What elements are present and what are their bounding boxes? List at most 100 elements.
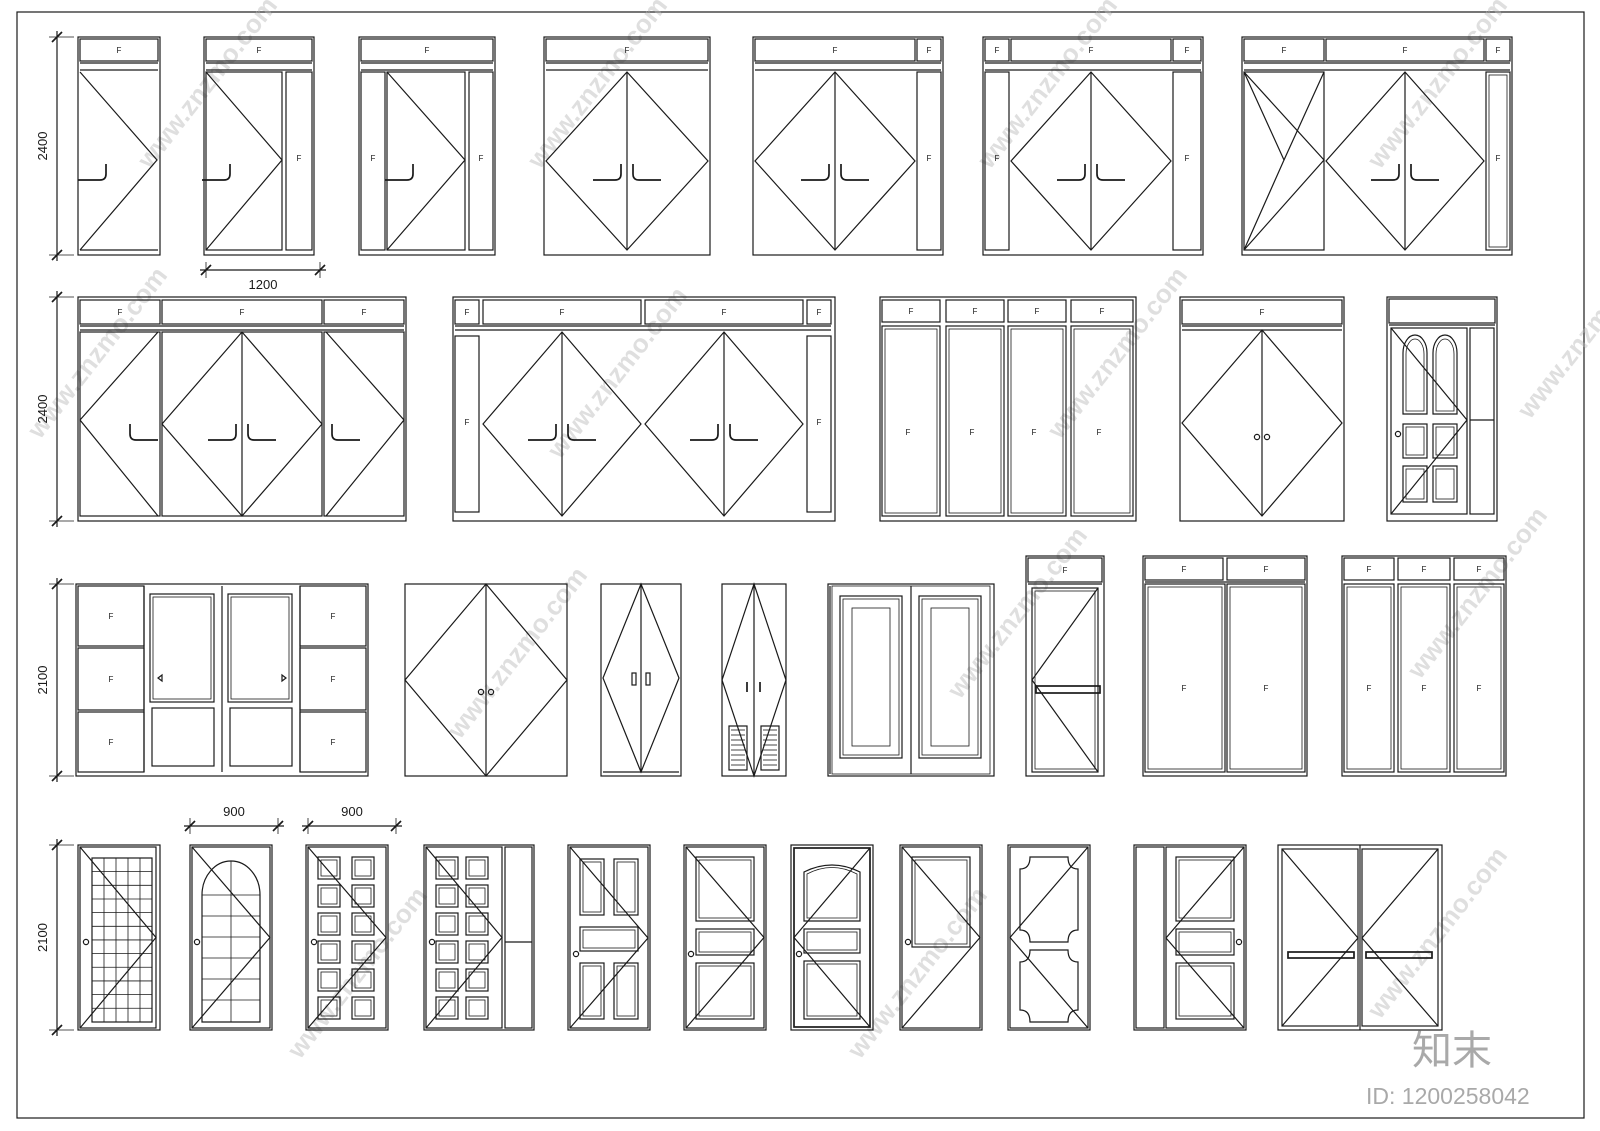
swing-line <box>1361 848 1439 1027</box>
panel-mark-f: F <box>117 46 122 55</box>
frame-rect <box>839 595 903 759</box>
frame-rect <box>806 299 832 325</box>
panel-mark-f: F <box>1035 307 1040 316</box>
panel-mark-f: F <box>331 612 336 621</box>
swing-line <box>545 71 709 251</box>
door-r2-5 <box>1386 296 1498 522</box>
frame-rect <box>1241 36 1513 256</box>
frame-rect <box>1397 583 1451 773</box>
watermark-id: ID: 1200258042 <box>1366 1083 1530 1109</box>
frame-rect <box>1178 965 1232 1017</box>
frame-rect <box>685 846 765 1029</box>
panel-mark-f: F <box>1185 46 1190 55</box>
frame-rect <box>1181 299 1343 325</box>
frame-rect <box>1010 328 1064 514</box>
frame-rect <box>1243 38 1325 62</box>
frame-rect <box>205 71 283 251</box>
frame-rect <box>1400 586 1448 770</box>
frame-rect <box>1007 299 1067 323</box>
frame-rect <box>1346 586 1392 770</box>
frame-rect <box>582 861 602 913</box>
door-r4-5 <box>567 844 651 1031</box>
frame-rect <box>79 38 159 62</box>
frame-rect <box>1147 586 1223 770</box>
panel-mark-f: F <box>973 307 978 316</box>
swing-line <box>901 846 981 1029</box>
frame-rect <box>1485 71 1511 251</box>
frame-rect <box>320 999 338 1017</box>
frame-rect <box>695 962 755 1020</box>
frame-rect <box>152 596 212 700</box>
door-r4-2 <box>189 844 273 1031</box>
door-r4-1 <box>77 844 161 1031</box>
panel-mark-f: F <box>906 428 911 437</box>
frame-rect <box>1432 465 1458 503</box>
frame-rect <box>695 856 755 922</box>
swing-line <box>644 331 804 517</box>
frame-rect <box>1179 296 1345 522</box>
panel-mark-f: F <box>331 675 336 684</box>
panel-mark-f: F <box>1100 307 1105 316</box>
frame-rect <box>1010 38 1172 62</box>
height-dimension-label: 2100 <box>35 666 50 695</box>
panel-mark-f: F <box>1403 46 1408 55</box>
swing-line <box>803 864 861 922</box>
frame-rect <box>1435 468 1455 500</box>
frame-rect <box>77 844 161 1031</box>
panel-mark-f: F <box>1063 566 1068 575</box>
frame-rect <box>1144 557 1224 581</box>
frame-rect <box>1073 328 1131 514</box>
frame-rect <box>1469 327 1495 515</box>
door-r3-6: F <box>1025 555 1105 777</box>
swing-line <box>593 164 622 181</box>
frame-rect <box>695 928 755 956</box>
width-dimension: 1200 <box>200 262 326 292</box>
swing-line <box>602 582 680 774</box>
swing-line <box>1281 848 1359 1027</box>
panel-mark-f: F <box>297 154 302 163</box>
frame-rect <box>438 915 456 933</box>
swing-line <box>1402 334 1428 415</box>
panel-mark-f: F <box>425 46 430 55</box>
width-dimension-label: 900 <box>223 804 245 819</box>
swing-line <box>685 846 765 1029</box>
frame-rect <box>354 971 372 989</box>
swing-line <box>201 860 261 1023</box>
frame-rect <box>354 915 372 933</box>
swing-line <box>840 164 869 181</box>
swing-line <box>1432 334 1458 415</box>
door-knob <box>1253 433 1261 441</box>
frame-rect <box>1027 557 1103 583</box>
swing-line <box>482 331 642 517</box>
frame-rect <box>438 943 456 961</box>
door-knob <box>687 950 695 958</box>
frame-rect <box>1243 71 1325 251</box>
panel-mark-f: F <box>109 612 114 621</box>
frame-rect <box>790 844 874 1031</box>
frame-rect <box>320 915 338 933</box>
frame-rect <box>543 36 711 256</box>
swing-line <box>331 424 360 441</box>
watermark-site-text: www.znzmo.com <box>440 561 593 745</box>
frame-rect <box>386 71 466 251</box>
watermark-site-text: www.znzmo.com <box>130 0 283 174</box>
swing-line <box>567 424 596 441</box>
frame-rect <box>806 963 858 1017</box>
panel-mark-f: F <box>817 418 822 427</box>
swing-line <box>1405 338 1425 412</box>
frame-rect <box>423 844 535 1031</box>
frame-rect <box>1175 962 1235 1020</box>
frame-rect <box>1453 583 1505 773</box>
swing-line <box>806 867 858 919</box>
frame-rect <box>984 38 1010 62</box>
frame-rect <box>754 38 916 62</box>
frame-rect <box>1031 587 1099 773</box>
panel-mark-f: F <box>240 308 245 317</box>
frame-rect <box>438 887 456 905</box>
frame-rect <box>613 962 639 1020</box>
frame-rect <box>465 940 489 964</box>
frame-rect <box>465 856 489 880</box>
